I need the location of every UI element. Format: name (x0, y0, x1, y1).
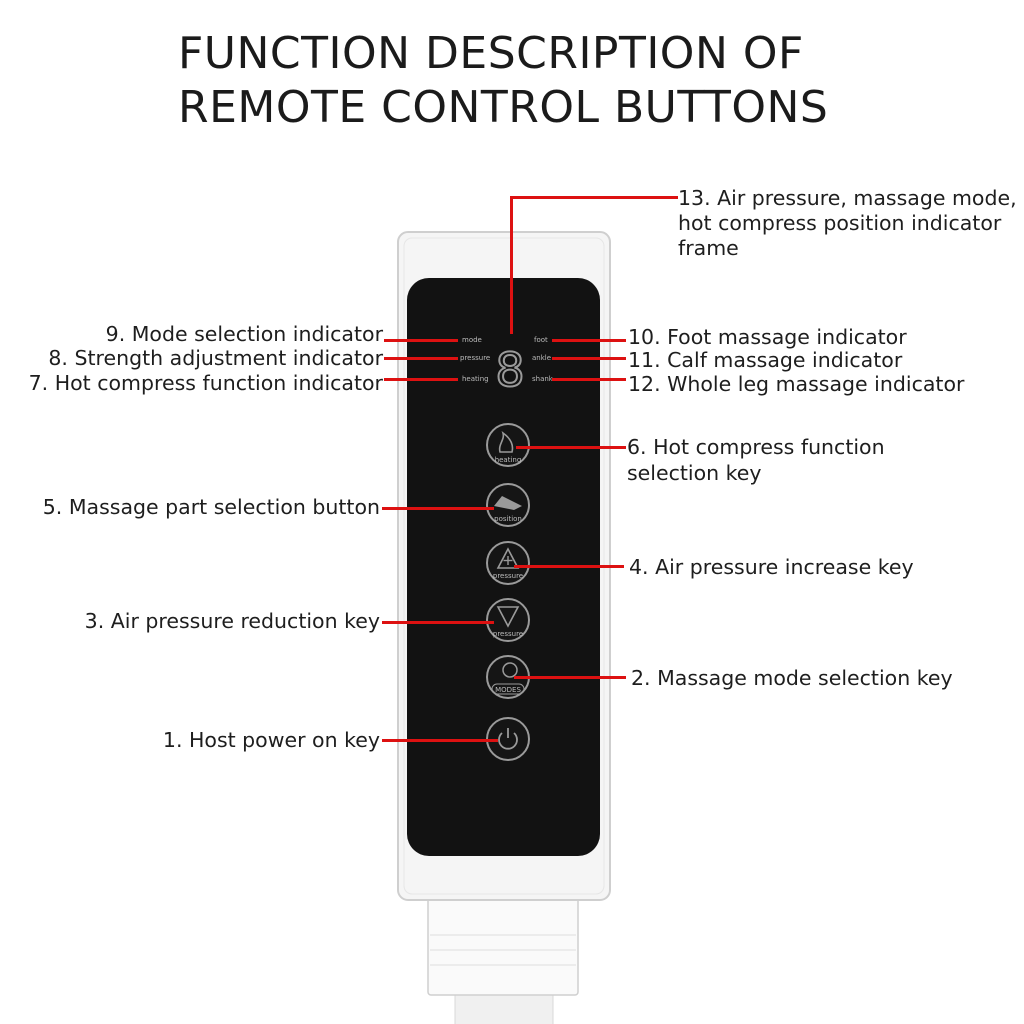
title-line-1: FUNCTION DESCRIPTION OF (178, 28, 804, 79)
callout-line-13-vertical (510, 196, 513, 334)
callout-4: 4. Air pressure increase key (629, 555, 914, 579)
indicator-mode-text: mode (462, 336, 482, 344)
callout-7: 7. Hot compress function indicator (28, 371, 383, 395)
callout-line-9 (384, 339, 458, 342)
display-digit: 8 (495, 343, 524, 397)
callout-2: 2. Massage mode selection key (631, 666, 953, 690)
flame-icon (498, 431, 514, 453)
callout-11: 11. Calf massage indicator (628, 348, 903, 372)
callout-line-10 (552, 339, 626, 342)
svg-text:heating: heating (495, 456, 522, 464)
callout-line-13-horizontal (510, 196, 678, 199)
callout-line-11 (552, 357, 626, 360)
callout-13-line-3: frame (678, 236, 739, 260)
callout-8: 8. Strength adjustment indicator (48, 346, 383, 370)
title-line-2: REMOTE CONTROL BUTTONS (178, 82, 829, 133)
callout-line-3 (382, 621, 494, 624)
callout-9: 9. Mode selection indicator (105, 322, 383, 346)
callout-6-line-1: 6. Hot compress function (627, 435, 885, 459)
callout-1: 1. Host power on key (162, 728, 380, 752)
callout-line-8 (384, 357, 458, 360)
pressure-up-button[interactable]: pressure (486, 541, 530, 585)
callout-3: 3. Air pressure reduction key (84, 609, 380, 633)
pressure-down-button[interactable]: pressure (486, 598, 530, 642)
up-triangle-icon (496, 547, 520, 569)
callout-line-6 (516, 446, 626, 449)
foot-icon (494, 496, 522, 510)
callout-line-5 (382, 507, 494, 510)
callout-line-7 (384, 378, 458, 381)
callout-13-line-1: 13. Air pressure, massage mode, (678, 186, 1017, 210)
callout-10: 10. Foot massage indicator (628, 325, 907, 349)
callout-line-1 (382, 739, 498, 742)
callout-5: 5. Massage part selection button (42, 495, 380, 519)
callout-line-12 (552, 378, 626, 381)
down-triangle-icon (496, 606, 520, 628)
indicator-shank-text: shank (532, 375, 553, 383)
callout-line-2 (514, 676, 626, 679)
hand-icon (502, 662, 518, 678)
callout-6-line-2: selection key (627, 461, 762, 485)
indicator-foot-text: foot (534, 336, 548, 344)
heating-button[interactable]: heating (486, 423, 530, 467)
position-button[interactable]: position (486, 483, 530, 527)
connector (427, 894, 579, 996)
indicator-ankle-text: ankle (532, 354, 552, 362)
svg-text:pressure: pressure (493, 630, 523, 638)
callout-12: 12. Whole leg massage indicator (628, 372, 965, 396)
svg-text:pressure: pressure (493, 572, 523, 580)
power-icon (498, 732, 518, 750)
svg-text:position: position (494, 515, 522, 523)
callout-13-line-2: hot compress position indicator (678, 211, 1002, 235)
indicator-pressure-text: pressure (460, 354, 491, 362)
callout-line-4 (514, 565, 624, 568)
indicator-heating-text: heating (462, 375, 489, 383)
svg-text:MODES: MODES (495, 686, 521, 694)
